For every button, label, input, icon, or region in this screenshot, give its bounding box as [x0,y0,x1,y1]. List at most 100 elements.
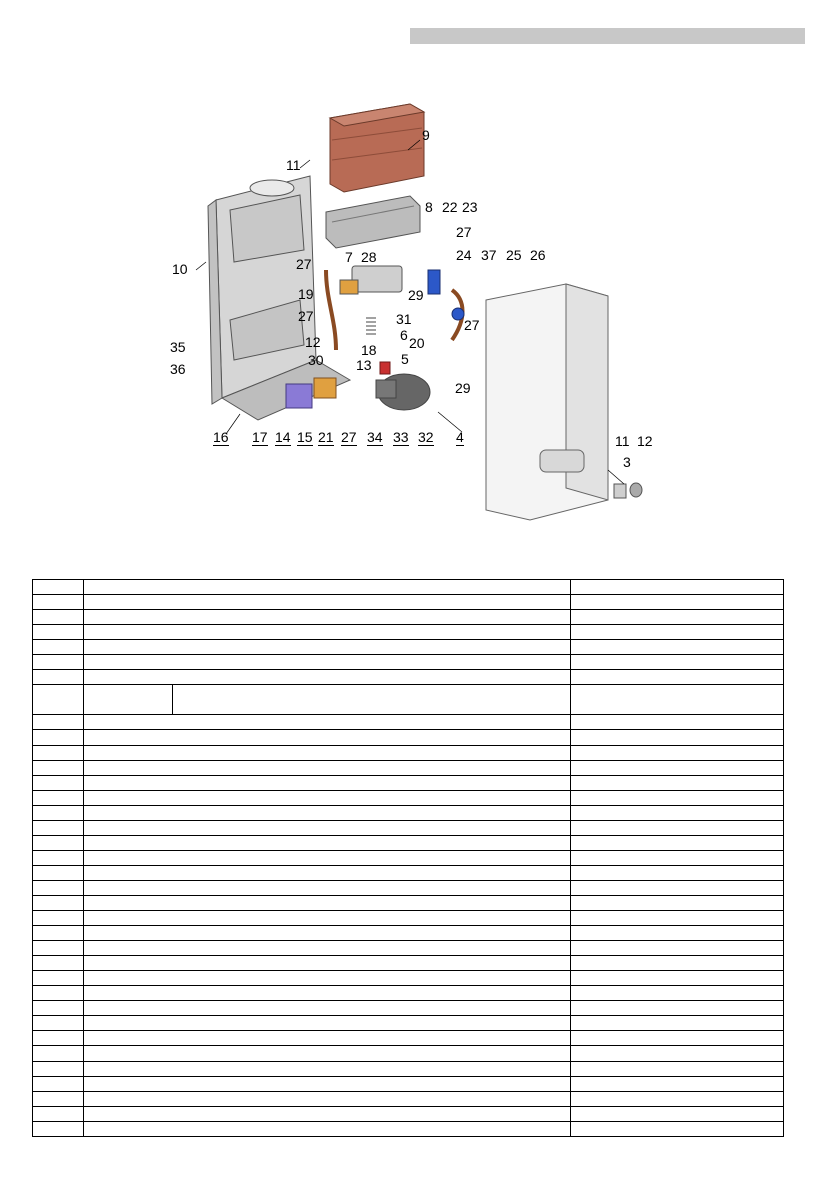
table-cell [83,1060,571,1077]
callout-21: 21 [318,429,334,446]
callout-13: 13 [356,357,372,373]
table-row [32,744,784,761]
table-cell [83,759,571,776]
table-row [32,970,784,987]
table-cell [570,894,784,912]
table-cell [83,849,571,866]
table-cell [570,759,784,776]
table-cell [570,955,784,972]
table-row [32,1120,784,1138]
table-cell [32,578,84,596]
table-row [32,1015,784,1032]
callout-29a: 29 [408,287,424,303]
callout-22: 22 [442,199,458,215]
table-row [32,578,784,596]
table-cell [32,774,84,791]
table-cell [83,940,571,957]
table-cell [32,759,84,776]
header-bar [410,28,805,44]
table-cell [83,654,571,671]
table-cell [83,1045,571,1062]
table-cell [570,1060,784,1077]
table-row [32,955,784,972]
callout-19: 19 [298,286,314,302]
table-cell [570,985,784,1002]
table-row [32,774,784,791]
table-cell [32,714,84,731]
table-cell [570,1075,784,1092]
table-cell [32,594,84,611]
callout-12b: 12 [637,433,653,449]
table-cell [83,774,571,791]
table-row [32,804,784,821]
callout-11b: 11 [615,433,630,449]
burner [325,195,421,249]
callout-37: 37 [481,247,497,263]
table-row [32,639,784,656]
table-cell [83,804,571,821]
parts-table [32,578,784,1138]
table-row [32,849,784,866]
table-cell [83,669,571,686]
table-cell [570,714,784,731]
callout-12a: 12 [305,334,321,350]
table-cell [32,910,84,927]
table-row [32,759,784,776]
table-cell [32,1030,84,1047]
table-row [32,879,784,896]
table-cell [570,1015,784,1032]
table-cell [570,774,784,791]
table-row [32,985,784,1002]
callout-26: 26 [530,247,546,263]
table-cell [570,744,784,761]
table-cell [570,639,784,656]
callout-34: 34 [367,429,383,446]
table-cell [32,729,84,746]
table-cell [570,1120,784,1138]
table-cell [83,1120,571,1138]
table-row [32,1030,784,1047]
table-cell [32,1090,84,1107]
callout-32: 32 [418,429,434,446]
table-cell [32,1000,84,1017]
table-cell [32,894,84,912]
table-row [32,594,784,611]
table-cell [83,1000,571,1017]
split-cell-left [84,685,173,715]
table-cell [570,1105,784,1122]
table-cell [570,864,784,881]
table-cell [32,654,84,671]
table-row [32,894,784,912]
table-cell [83,744,571,761]
table-cell [32,1075,84,1092]
table-cell [32,609,84,626]
callout-27c: 27 [298,308,314,324]
table-cell [83,729,571,746]
callout-27b: 27 [296,256,312,272]
callout-27e: 27 [341,429,357,446]
table-row [32,714,784,731]
table-row [32,1105,784,1122]
table-row [32,684,784,716]
table-cell [32,985,84,1002]
table-cell [32,1060,84,1077]
table-cell [570,654,784,671]
table-cell [570,609,784,626]
table-cell [83,1075,571,1092]
table-row [32,789,784,806]
table-row [32,819,784,836]
callout-15: 15 [297,429,313,446]
leader-lines [195,139,625,485]
table-cell [83,925,571,942]
callout-35: 35 [170,339,186,355]
callout-20: 20 [409,335,425,351]
table-cell [83,624,571,641]
callout-25: 25 [506,247,522,263]
table-cell [32,1015,84,1032]
callout-4: 4 [456,429,464,446]
spring [366,317,376,335]
table-cell [83,970,571,987]
table-cell [83,985,571,1002]
table-cell [83,819,571,836]
split-cell-right [173,685,570,714]
